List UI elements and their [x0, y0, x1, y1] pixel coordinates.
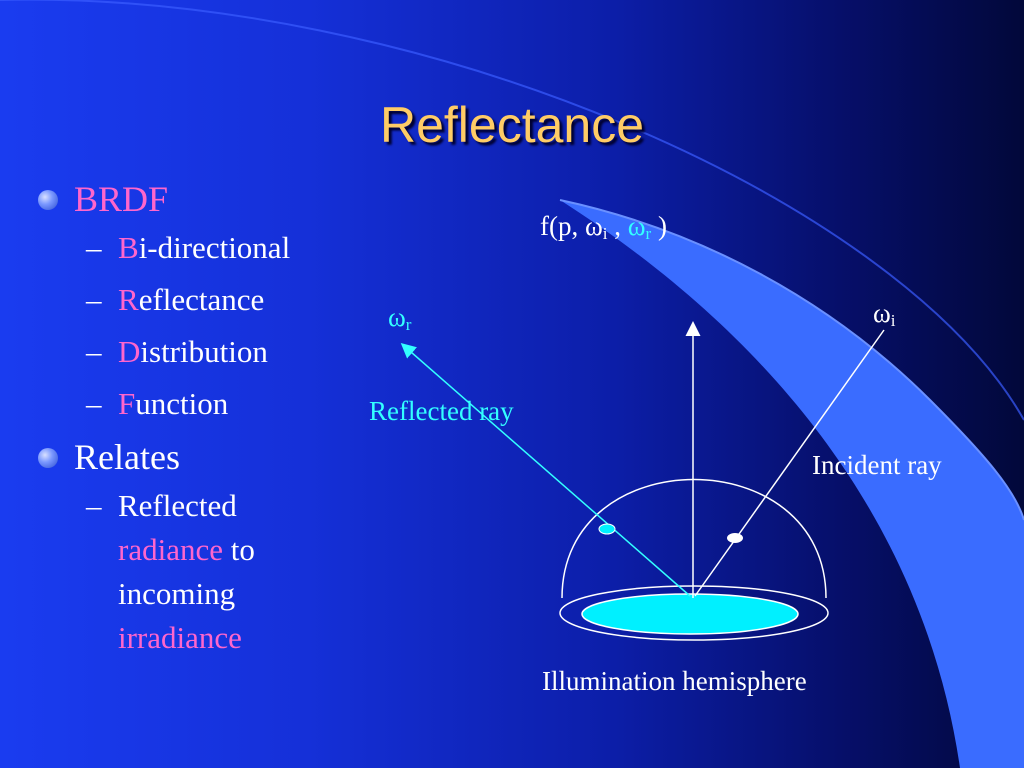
dash-icon: – [86, 282, 102, 317]
word-reflected: Reflected [118, 488, 237, 523]
dash-icon: – [86, 230, 102, 265]
incident-ray-label: Incident ray [812, 450, 942, 480]
initial-letter: D [118, 334, 141, 369]
bullet-dot-icon [38, 448, 58, 468]
sub-bullet-reflectance: –Reflectance [38, 274, 290, 326]
bullet-relates-text: Relates [74, 437, 180, 477]
bullet-relates: Relates [38, 434, 290, 480]
initial-letter: R [118, 282, 139, 317]
incident-ray-line [694, 329, 885, 597]
reflected-ray-label: Reflected ray [369, 396, 514, 426]
word-to: to [230, 532, 255, 567]
omega-r-label: ωr [388, 302, 412, 334]
reflected-ray-arrow [400, 343, 691, 597]
slide-title: Reflectance [379, 97, 645, 153]
bullet-brdf-text: BRDF [74, 179, 169, 219]
hemisphere-label: Illumination hemisphere [542, 666, 807, 696]
bullet-list: BRDF –Bi-directional –Reflectance –Distr… [38, 176, 290, 660]
omega-i-label: ωi [873, 298, 896, 330]
word-irradiance: irradiance [118, 620, 242, 655]
hemisphere-base-ring [559, 585, 829, 641]
reflected-intersection-dot [598, 523, 616, 535]
word-incoming: incoming [118, 576, 236, 611]
hemisphere-dome [561, 478, 827, 599]
brdf-formula: f(p, ωi , ωr ) [540, 211, 667, 243]
sub-bullet-relates-detail: –Reflected radiance to incoming irradian… [38, 484, 290, 660]
word-rest: istribution [140, 334, 268, 369]
word-rest: unction [135, 386, 229, 421]
sub-bullet-distribution: –Distribution [38, 326, 290, 378]
word-rest: eflectance [138, 282, 265, 317]
surface-disk [581, 593, 799, 635]
bullet-dot-icon [38, 190, 58, 210]
sub-bullet-bidirectional: –Bi-directional [38, 222, 290, 274]
dash-icon: – [86, 488, 102, 523]
swoosh-dark-curve [0, 0, 1024, 421]
bullet-brdf: BRDF [38, 176, 290, 222]
sub-bullet-function: –Function [38, 378, 290, 430]
word-radiance: radiance [118, 532, 223, 567]
incident-intersection-dot [727, 533, 743, 543]
swoosh-band [560, 200, 1024, 768]
swoosh-highlight-edge [559, 199, 1024, 521]
dash-icon: – [86, 386, 102, 421]
word-rest: i-directional [138, 230, 291, 265]
initial-letter: F [118, 386, 136, 421]
initial-letter: B [118, 230, 139, 265]
dash-icon: – [86, 334, 102, 369]
